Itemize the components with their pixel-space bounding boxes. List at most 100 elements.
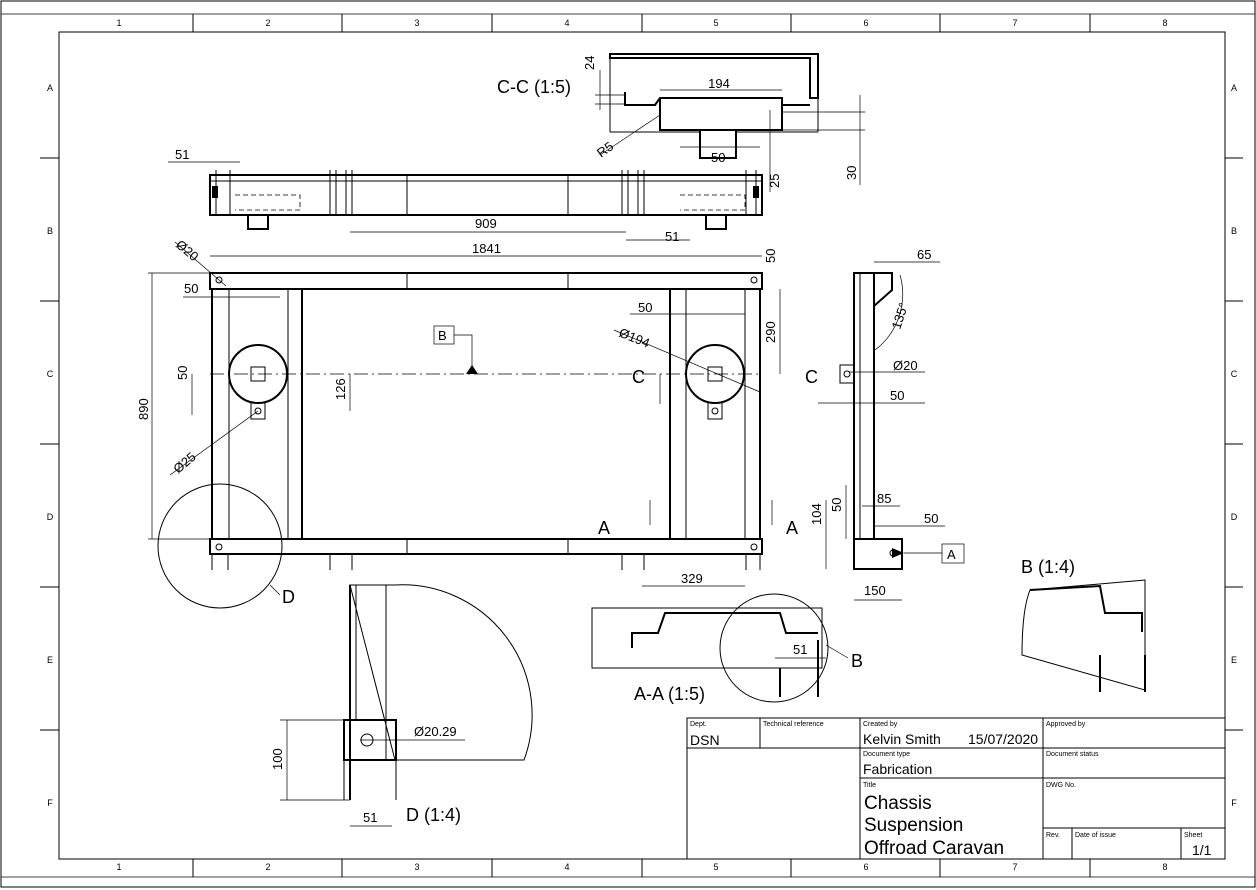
col-label: 6: [863, 862, 868, 872]
dim-104: 104: [809, 503, 824, 525]
section-aa-view: B 51 A-A (1:5): [591, 593, 863, 704]
grid-row-labels-right: A B C D E F: [1231, 83, 1238, 808]
col-label: 8: [1162, 862, 1167, 872]
dim-50-top: 50: [763, 249, 778, 263]
grid-row-labels-left: A B C D E F: [47, 83, 54, 808]
dwg-no-label: DWG No.: [1046, 782, 1076, 789]
doc-status-label: Document status: [1046, 751, 1099, 758]
detail-b-marker: B: [851, 651, 863, 671]
end-view: 65 135° C Ø20 50 104 50 85 50 150 A: [805, 247, 965, 601]
detail-d-label: D (1:4): [406, 805, 461, 825]
dim-1841: 1841: [472, 241, 501, 256]
row-label: A: [1231, 83, 1237, 93]
dim-24: 24: [582, 56, 597, 70]
dim-o20-corner: Ø20: [173, 237, 201, 264]
dim-135: 135°: [889, 301, 912, 331]
dim-50-vert: 50: [175, 366, 190, 380]
drawing-frame: [58, 31, 1226, 860]
dim-51-aa: 51: [793, 642, 807, 657]
section-aa-label: A-A (1:5): [634, 684, 705, 704]
cut-a-label-left: A: [598, 518, 610, 538]
dim-o20-29: Ø20.29: [414, 724, 457, 739]
doc-type-value: Fabrication: [863, 761, 932, 777]
col-label: 6: [863, 18, 868, 28]
rev-label: Rev.: [1046, 832, 1060, 839]
frame-ticks: [40, 14, 1243, 877]
date-of-issue-label: Date of issue: [1075, 832, 1116, 839]
row-label: D: [1231, 512, 1238, 522]
dim-51-d: 51: [363, 810, 377, 825]
created-by-value: Kelvin Smith: [863, 731, 941, 747]
title-line-3: Offroad Caravan: [864, 838, 1004, 859]
dim-50-cc: 50: [711, 150, 725, 165]
col-label: 4: [564, 862, 569, 872]
doc-type-label: Document type: [863, 751, 910, 758]
sheet-label: Sheet: [1184, 832, 1202, 839]
dim-100: 100: [270, 748, 285, 770]
dim-329: 329: [681, 571, 703, 586]
dim-o20-side: Ø20: [893, 358, 918, 373]
row-label: F: [1231, 798, 1237, 808]
dim-909: 909: [475, 216, 497, 231]
tech-ref-label: Technical reference: [763, 721, 824, 728]
cut-c-label-right: C: [805, 367, 818, 387]
col-label: 4: [564, 18, 569, 28]
dim-51-side: 51: [175, 147, 189, 162]
cut-c-label-left: C: [632, 367, 645, 387]
title-block: Dept. DSN Technical reference Created by…: [686, 717, 1226, 860]
row-label: A: [47, 83, 53, 93]
dim-25: 25: [767, 174, 782, 188]
detail-b-label: B (1:4): [1021, 557, 1075, 577]
dim-51-side2: 51: [665, 229, 679, 244]
approved-by-label: Approved by: [1046, 721, 1086, 728]
datum-a-label: A: [947, 547, 956, 562]
col-label: 3: [414, 18, 419, 28]
dim-50-end2: 50: [829, 498, 844, 512]
detail-d-view: 100 Ø20.29 51 D (1:4): [270, 584, 533, 827]
row-label: E: [47, 655, 53, 665]
dept-value: DSN: [690, 732, 720, 748]
col-label: 5: [713, 862, 718, 872]
detail-d-marker: D: [282, 587, 295, 607]
row-label: F: [47, 798, 53, 808]
col-label: 3: [414, 862, 419, 872]
sheet-value: 1/1: [1192, 842, 1212, 858]
dim-85: 85: [877, 491, 891, 506]
detail-b-view: B (1:4): [1021, 557, 1146, 692]
dim-150: 150: [864, 583, 886, 598]
col-label: 2: [265, 862, 270, 872]
dim-50-end3: 50: [924, 511, 938, 526]
dim-890: 890: [136, 398, 151, 420]
dim-o194: Ø194: [617, 325, 652, 351]
title-line-2: Suspension: [864, 815, 963, 836]
dept-label: Dept.: [690, 721, 707, 728]
title-line-1: Chassis: [864, 793, 932, 814]
col-label: 7: [1012, 862, 1017, 872]
row-label: E: [1231, 655, 1237, 665]
created-by-label: Created by: [863, 721, 898, 728]
plan-view: 1841 50 Ø20 50 50 Ø194 290 890 50 126 Ø2…: [136, 237, 798, 609]
dim-126: 126: [333, 378, 348, 400]
col-label: 5: [713, 18, 718, 28]
dim-50-right: 50: [638, 300, 652, 315]
cut-a-label-right: A: [786, 518, 798, 538]
side-elevation-view: 51 909 51: [168, 147, 763, 244]
col-label: 2: [265, 18, 270, 28]
dim-30: 30: [844, 166, 859, 180]
dim-50-end: 50: [890, 388, 904, 403]
dim-194-cc: 194: [708, 76, 730, 91]
row-label: B: [47, 226, 53, 236]
col-label: 1: [116, 18, 121, 28]
dim-50-left: 50: [184, 281, 198, 296]
col-label: 1: [116, 862, 121, 872]
section-cc-view: C-C (1:5) 194 24 R5 50 25 30: [497, 53, 865, 192]
grid-column-labels-bottom: 1 2 3 4 5 6 7 8: [116, 862, 1167, 872]
col-label: 8: [1162, 18, 1167, 28]
section-cc-label: C-C (1:5): [497, 77, 571, 97]
title-label: Title: [863, 782, 876, 789]
col-label: 7: [1012, 18, 1017, 28]
grid-column-labels-top: 1 2 3 4 5 6 7 8: [116, 18, 1167, 28]
row-label: C: [1231, 369, 1238, 379]
dim-r5: R5: [594, 139, 616, 161]
